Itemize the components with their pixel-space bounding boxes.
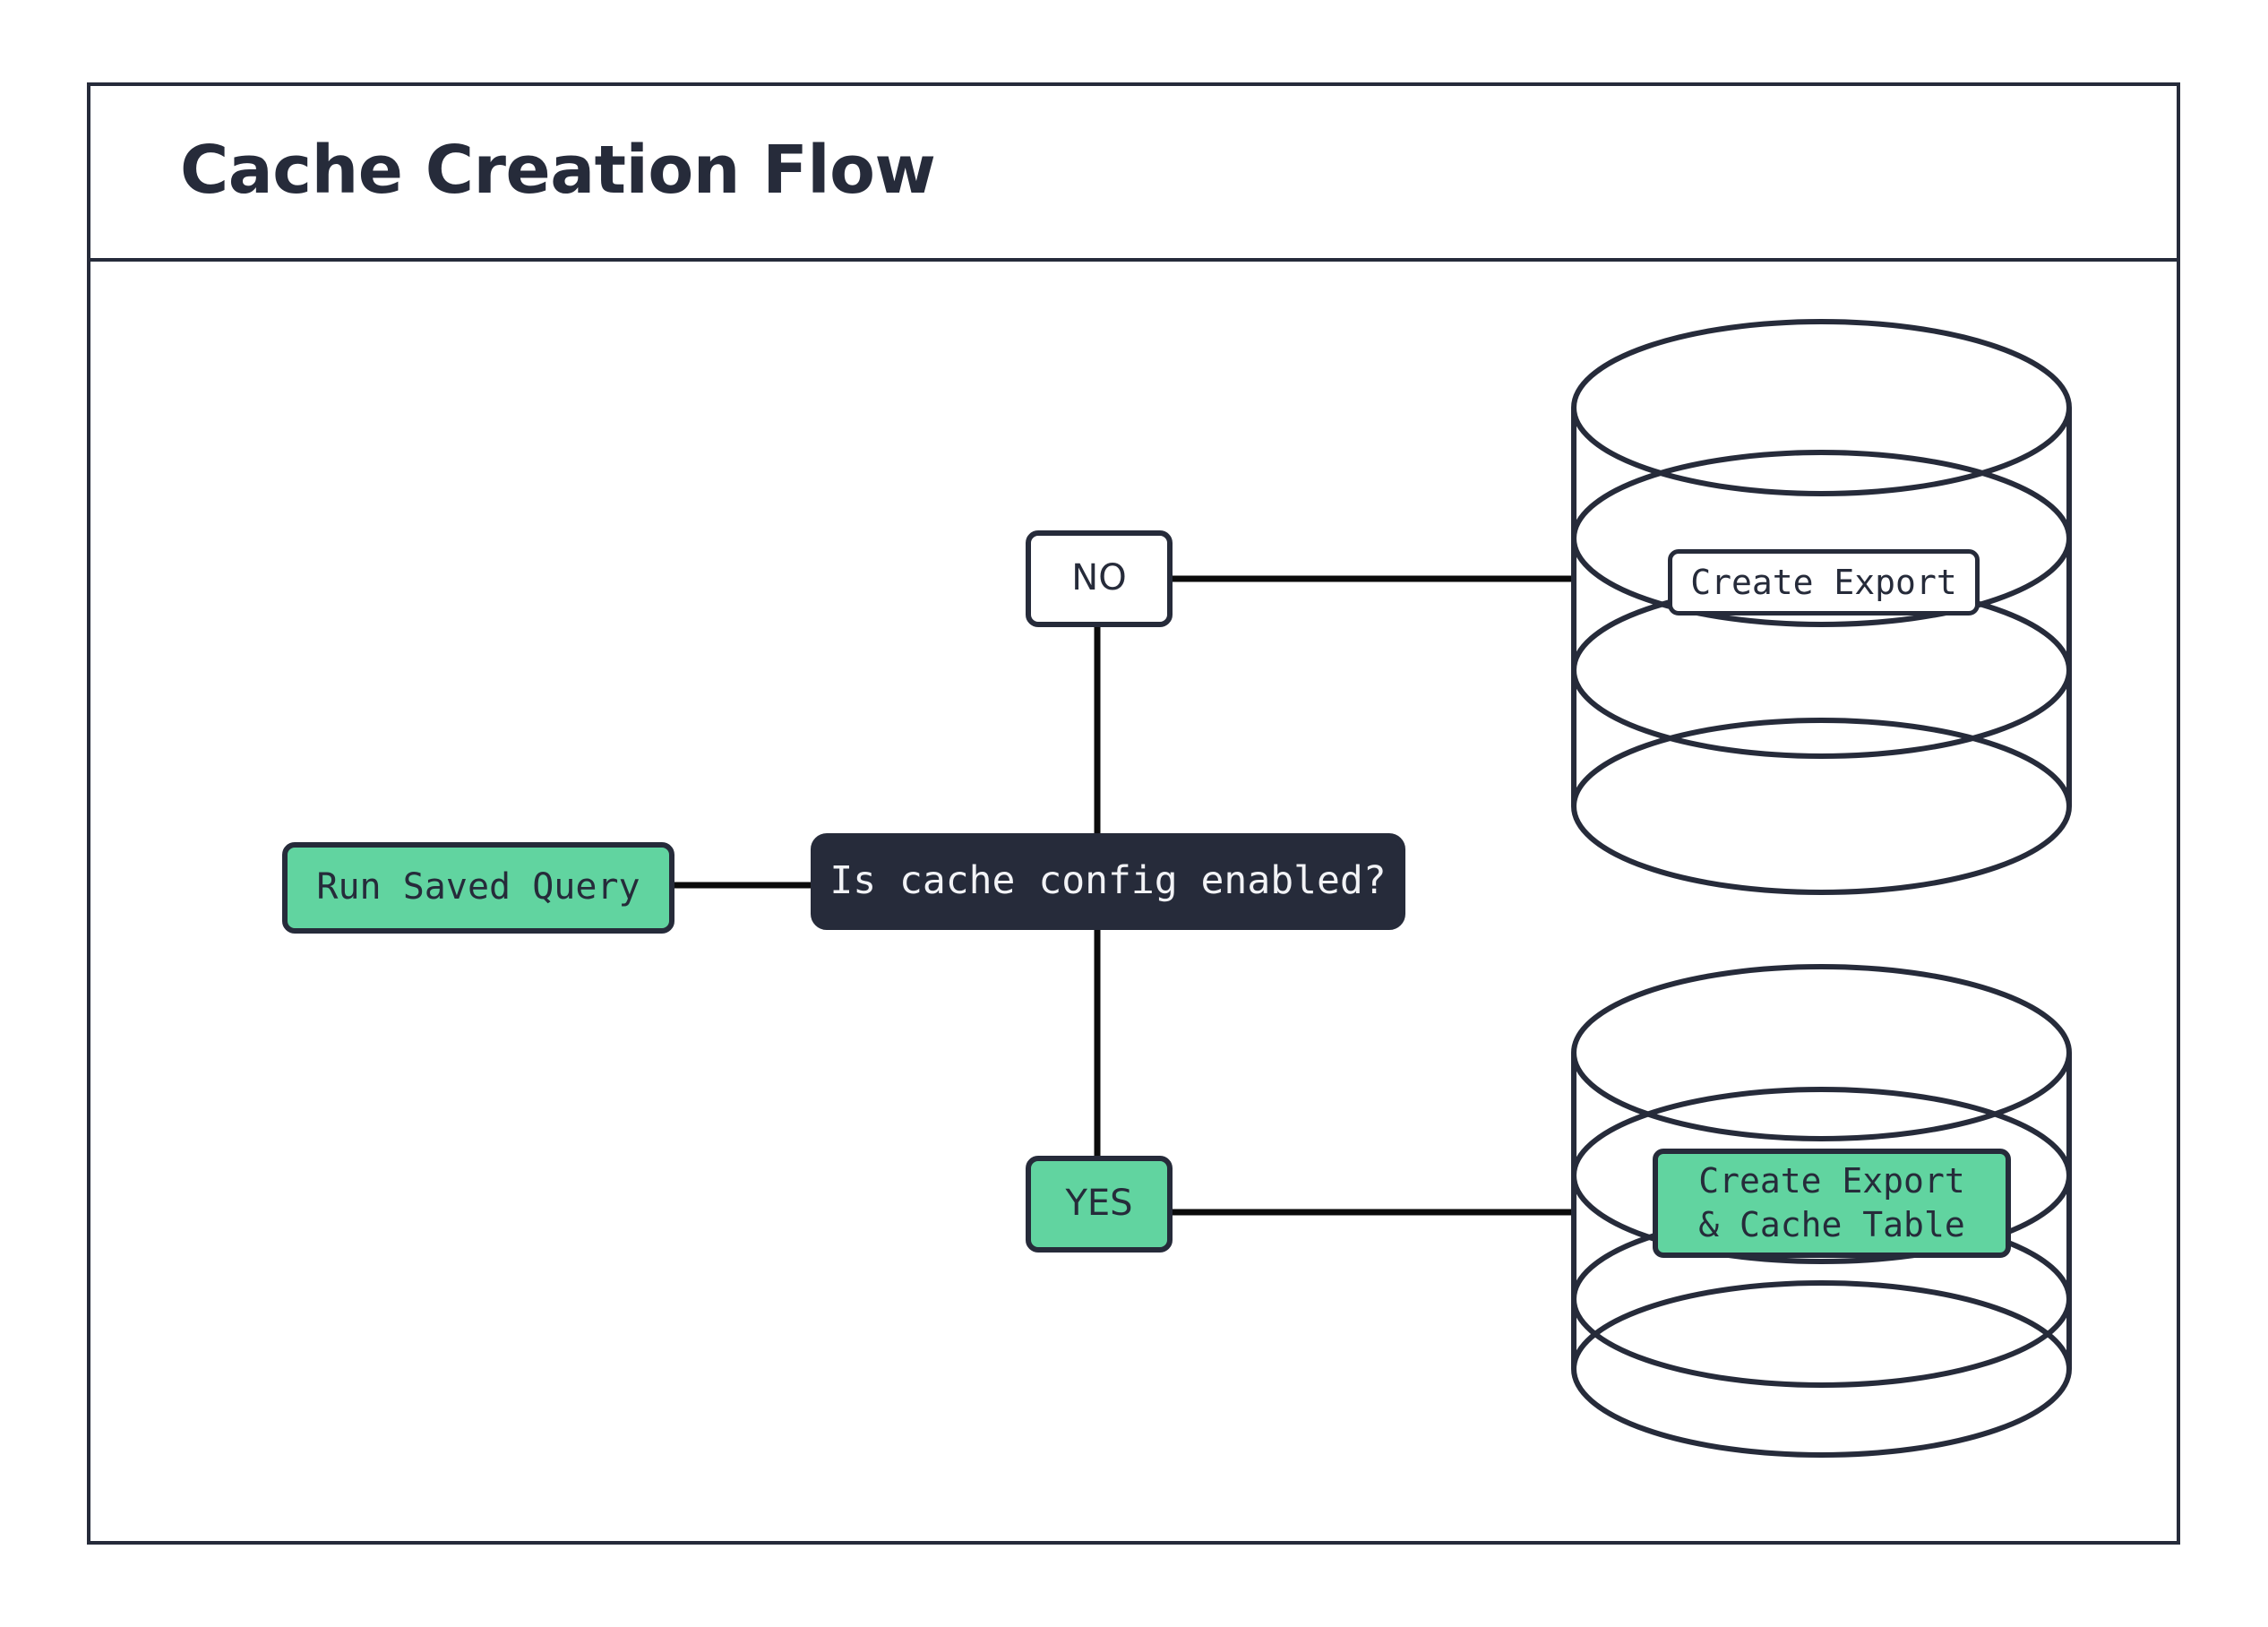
node-decision-is-cache-config-enabled[interactable]: Is cache config enabled? — [811, 833, 1405, 930]
node-create-export[interactable]: Create Export — [1668, 549, 1980, 616]
node-create-export-and-cache-table[interactable]: Create Export & Cache Table — [1653, 1149, 2011, 1258]
node-create-export-label: Create Export — [1690, 562, 1957, 602]
node-edge-label-yes[interactable]: YES — [1026, 1156, 1173, 1253]
diagram-header: Cache Creation Flow — [87, 82, 2180, 262]
node-edge-label-no[interactable]: NO — [1026, 530, 1173, 627]
node-run-saved-query[interactable]: Run Saved Query — [282, 842, 674, 934]
page-title: Cache Creation Flow — [180, 132, 936, 209]
node-create-export-cache-label-line2: & Cache Table — [1698, 1205, 1965, 1244]
node-label-no-text: NO — [1071, 557, 1127, 599]
database-cylinder-create-export-cache — [1571, 964, 2072, 1458]
node-run-saved-query-label: Run Saved Query — [316, 866, 640, 908]
diagram-frame — [87, 82, 2180, 1545]
node-create-export-cache-label-line1: Create Export — [1698, 1161, 1965, 1201]
node-label-yes-text: YES — [1065, 1183, 1133, 1225]
node-decision-label: Is cache config enabled? — [829, 858, 1387, 904]
